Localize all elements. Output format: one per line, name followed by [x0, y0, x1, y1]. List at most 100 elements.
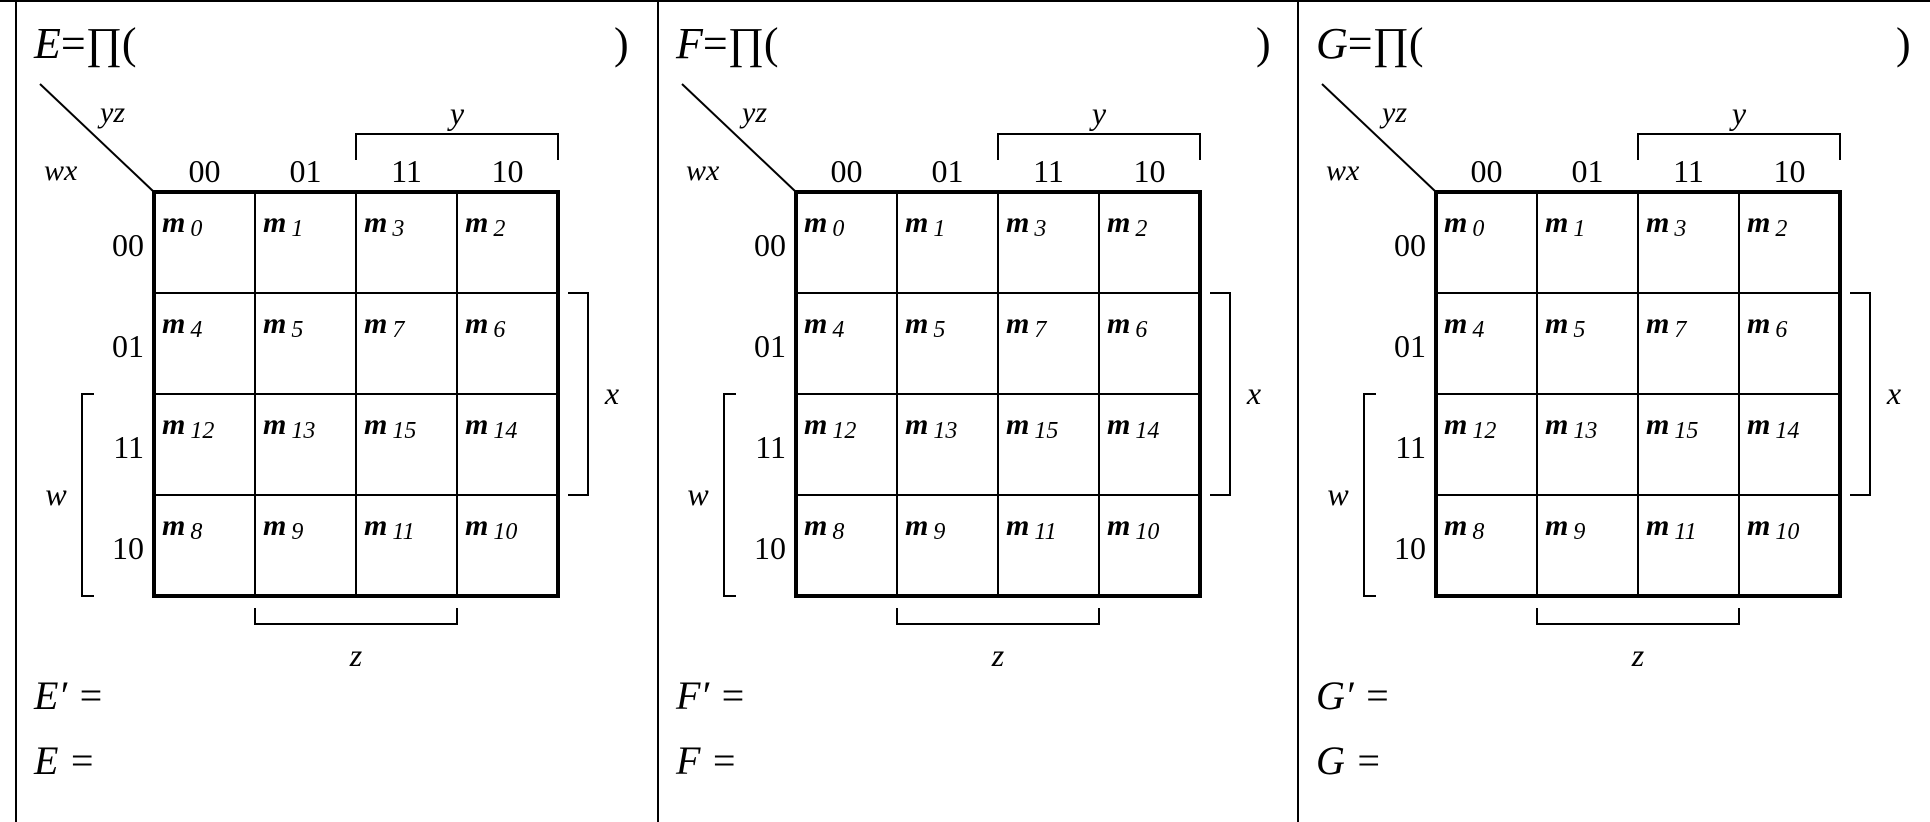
row-header: 01	[754, 328, 786, 364]
w-label: w	[45, 476, 67, 512]
complement-expression-line: E′ =	[34, 673, 105, 718]
minterm-index: 11	[392, 519, 414, 545]
minterm-index: 10	[1775, 519, 1799, 545]
minterm-index: 11	[1034, 519, 1056, 545]
minterm-index: 7	[1034, 317, 1047, 343]
y-brace	[1637, 133, 1841, 160]
minterm-symbol: m	[1006, 408, 1029, 441]
minterm-symbol: m	[364, 509, 387, 542]
minterm-symbol: m	[1444, 206, 1467, 239]
function-close-paren: )	[614, 19, 629, 68]
result-expression-line: G =	[1316, 738, 1382, 783]
y-label: y	[447, 95, 465, 131]
minterm-index: 12	[832, 418, 856, 444]
corner-diagonal	[1321, 83, 1437, 193]
minterm-symbol: m	[364, 206, 387, 239]
minterm-index: 0	[1472, 216, 1484, 242]
row-header: 00	[1394, 227, 1426, 263]
minterm-index: 13	[933, 418, 957, 444]
minterm-symbol: m	[1006, 206, 1029, 239]
minterm-symbol: m	[1444, 509, 1467, 542]
z-brace	[254, 608, 458, 625]
y-brace	[355, 133, 559, 160]
result-expression-line: E =	[34, 738, 96, 783]
minterm-symbol: m	[1747, 408, 1770, 441]
x-brace	[1850, 292, 1871, 496]
minterm-symbol: m	[263, 307, 286, 340]
row-header: 00	[112, 227, 144, 263]
complement-expression-line: G′ =	[1316, 673, 1391, 718]
row-header: 10	[754, 530, 786, 566]
z-label: z	[349, 637, 363, 673]
minterm-symbol: m	[1444, 408, 1467, 441]
w-brace	[81, 393, 94, 597]
minterm-symbol: m	[1545, 408, 1568, 441]
minterm-symbol: m	[1747, 509, 1770, 542]
minterm-symbol: m	[1646, 206, 1669, 239]
column-header: 01	[1572, 153, 1604, 189]
x-brace	[568, 292, 589, 496]
minterm-symbol: m	[465, 408, 488, 441]
minterm-symbol: m	[1444, 307, 1467, 340]
minterm-index: 9	[1573, 519, 1585, 545]
row-header: 01	[112, 328, 144, 364]
minterm-index: 4	[1472, 317, 1484, 343]
minterm-index: 3	[391, 216, 404, 242]
kmap-outline	[152, 190, 560, 598]
z-label: z	[1631, 637, 1645, 673]
y-label: y	[1089, 95, 1107, 131]
minterm-symbol: m	[1646, 509, 1669, 542]
complement-expression-line: F′ =	[676, 673, 747, 718]
x-label: x	[1886, 375, 1901, 411]
minterm-symbol: m	[804, 509, 827, 542]
minterm-index: 8	[1472, 519, 1484, 545]
minterm-index: 4	[832, 317, 844, 343]
minterm-index: 14	[1135, 418, 1159, 444]
minterm-symbol: m	[1545, 206, 1568, 239]
minterm-symbol: m	[364, 408, 387, 441]
minterm-index: 9	[933, 519, 945, 545]
minterm-symbol: m	[162, 206, 185, 239]
x-brace	[1210, 292, 1231, 496]
minterm-index: 1	[1573, 216, 1585, 242]
row-variables-label: wx	[1326, 154, 1360, 187]
column-variables-label: yz	[97, 96, 125, 129]
column-variables-label: yz	[739, 96, 767, 129]
minterm-index: 5	[1573, 317, 1585, 343]
minterm-symbol: m	[1545, 307, 1568, 340]
minterm-symbol: m	[162, 408, 185, 441]
minterm-index: 3	[1673, 216, 1686, 242]
result-expression-line: F =	[676, 738, 738, 783]
minterm-symbol: m	[804, 307, 827, 340]
minterm-index: 1	[291, 216, 303, 242]
row-header: 10	[112, 530, 144, 566]
